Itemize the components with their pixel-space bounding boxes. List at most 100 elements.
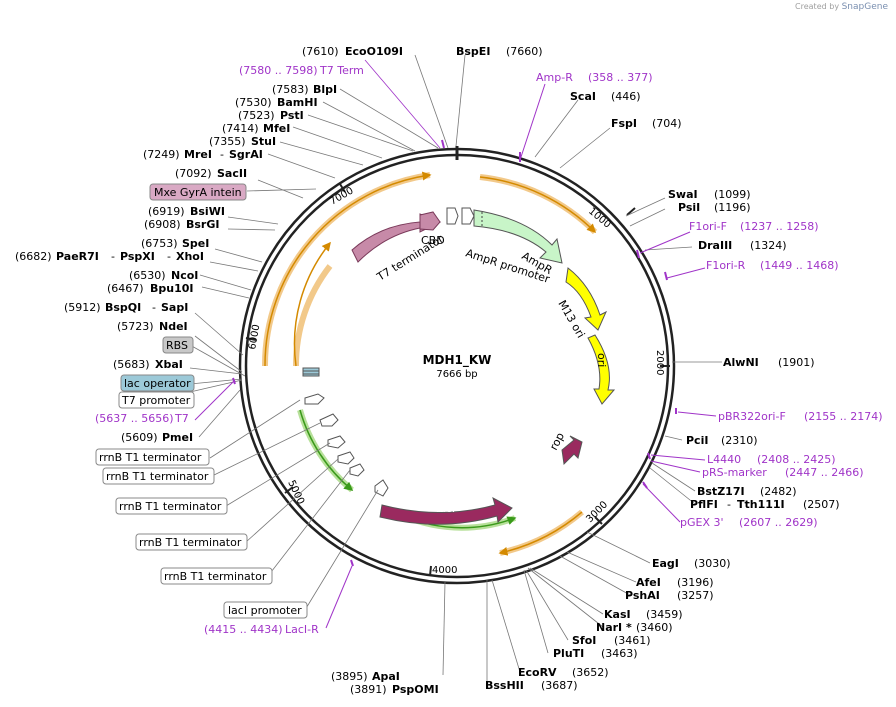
rop-feature	[561, 435, 583, 466]
apai-pos: (3895)	[331, 670, 368, 683]
bstz17i-pos: (2482)	[760, 485, 797, 498]
bamhi-name: BamHI	[277, 96, 318, 109]
ncoi-pos: (6530)	[129, 269, 166, 282]
xbai-name: XbaI	[155, 358, 183, 371]
pgex-range: (2607 .. 2629)	[739, 516, 818, 529]
pspomi-pos: (3891)	[350, 683, 387, 696]
kasi-pos: (3459)	[646, 608, 683, 621]
pflfi-pos: (2507)	[803, 498, 840, 511]
psii-pos: (1196)	[714, 201, 751, 214]
prs-name: pRS-marker	[702, 466, 767, 479]
t7term-range: (7580 .. 7598)	[239, 64, 318, 77]
laci-promoter-arrow	[374, 479, 389, 497]
cbd-feature	[419, 211, 441, 231]
m13-ori-label: M13 ori	[555, 298, 587, 340]
afei-name: AfeI	[636, 576, 661, 589]
eagi-pos: (3030)	[694, 557, 731, 570]
bsshii-name: BssHII	[485, 679, 524, 692]
lac-operator-mark	[302, 367, 320, 377]
ncoi-name: NcoI	[171, 269, 198, 282]
sgrai-name: SgrAI	[229, 148, 263, 161]
psti-name: PstI	[280, 109, 304, 122]
tick-6000: 6000	[247, 324, 262, 351]
blpi-name: BlpI	[313, 83, 337, 96]
plasmid-size: 7666 bp	[436, 369, 477, 380]
rrnb-arrow-2	[319, 413, 339, 427]
sacii-name: SacII	[217, 167, 247, 180]
bsiwi-name: BsiWI	[190, 205, 225, 218]
swai-name: SwaI	[668, 188, 698, 201]
rrnb-arrow-5	[349, 463, 365, 477]
tick-2000: 2000	[654, 350, 665, 375]
pcii-pos: (2310)	[721, 434, 758, 447]
rrnb-t1-terminator-label-3: rrnB T1 terminator	[119, 500, 222, 513]
rrnb-arrow-4	[337, 451, 355, 465]
sapi-name: SapI	[161, 301, 188, 314]
ecoo109i-name: EcoO109I	[345, 45, 403, 58]
nari-pos: (3460)	[636, 621, 673, 634]
blpi-pos: (7583)	[272, 83, 309, 96]
feature-boxes: Mxe GyrA intein RBS lac operator T7 prom…	[95, 183, 308, 619]
alwni-pos: (1901)	[778, 356, 815, 369]
f1orir-range: (1449 .. 1468)	[760, 259, 839, 272]
laci-promoter-label: lacI promoter	[228, 604, 302, 617]
bsrgi-name: BsrGI	[186, 218, 219, 231]
mrei-name: MreI	[184, 148, 212, 161]
ampr-primer-name: Amp-R	[536, 71, 573, 84]
pluti-name: PluTI	[553, 647, 584, 660]
l4440-name: L4440	[707, 453, 741, 466]
primer-marks	[194, 83, 717, 629]
scai-name: ScaI	[570, 90, 596, 103]
sfoi-name: SfoI	[572, 634, 596, 647]
sacii-pos: (7092)	[175, 167, 212, 180]
inner-features	[302, 207, 616, 525]
bspqi-name: BspQI	[105, 301, 141, 314]
laci-r-range: (4415 .. 4434)	[204, 623, 283, 636]
bspqi-pos: (5912)	[64, 301, 101, 314]
ecorv-name: EcoRV	[518, 666, 557, 679]
primer-labels: (7580 .. 7598) T7 Term Amp-R (358 .. 377…	[95, 64, 883, 636]
ecoo109i-pos: (7610)	[302, 45, 339, 58]
pcii-name: PciI	[686, 434, 708, 447]
f1orif-range: (1237 .. 1258)	[740, 220, 819, 233]
t7term-name: T7 Term	[319, 64, 364, 77]
swai-pos: (1099)	[714, 188, 751, 201]
rrnb-t1-terminator-label-2: rrnB T1 terminator	[106, 470, 209, 483]
pshai-pos: (3257)	[677, 589, 714, 602]
spei-pos: (6753)	[141, 237, 178, 250]
psti-pos: (7523)	[238, 109, 275, 122]
paer7i-pos: (6682)	[15, 250, 52, 263]
draiii-pos: (1324)	[750, 239, 787, 252]
rrnb-arrow-1	[304, 393, 325, 405]
pluti-pos: (3463)	[601, 647, 638, 660]
rrnb-t1-terminator-label-4: rrnB T1 terminator	[139, 536, 242, 549]
laci-label: lacI	[436, 502, 455, 515]
laci-r-name: LacI-R	[285, 623, 319, 636]
m13-ori-feature	[565, 267, 608, 331]
kasi-name: KasI	[604, 608, 631, 621]
rrnb-t1-terminator-label-5: rrnB T1 terminator	[164, 570, 267, 583]
ori-label: ori	[595, 353, 608, 367]
t7-primer-name: T7	[174, 412, 189, 425]
pspomi-name: PspOMI	[392, 683, 439, 696]
ndei-name: NdeI	[159, 320, 188, 333]
bpu10i-name: Bpu10I	[150, 282, 194, 295]
spei-name: SpeI	[182, 237, 209, 250]
alwni-name: AlwNI	[723, 356, 759, 369]
ori-feature	[587, 334, 616, 405]
xbai-pos: (5683)	[113, 358, 150, 371]
pbr-name: pBR322ori-F	[718, 410, 786, 423]
ndei-pos: (5723)	[117, 320, 154, 333]
ampr-feature	[473, 209, 563, 264]
xhoi-name: XhoI	[176, 250, 204, 263]
bsshii-pos: (3687)	[541, 679, 578, 692]
fspi-pos: (704)	[652, 117, 682, 130]
svg-text:-: -	[220, 148, 224, 161]
prs-range: (2447 .. 2466)	[785, 466, 864, 479]
l4440-range: (2408 .. 2425)	[757, 453, 836, 466]
cbd-label: CBD	[421, 234, 445, 247]
bsrgi-pos: (6908)	[144, 218, 181, 231]
ampr-primer-range: (358 .. 377)	[588, 71, 653, 84]
mrei-pos: (7249)	[143, 148, 180, 161]
